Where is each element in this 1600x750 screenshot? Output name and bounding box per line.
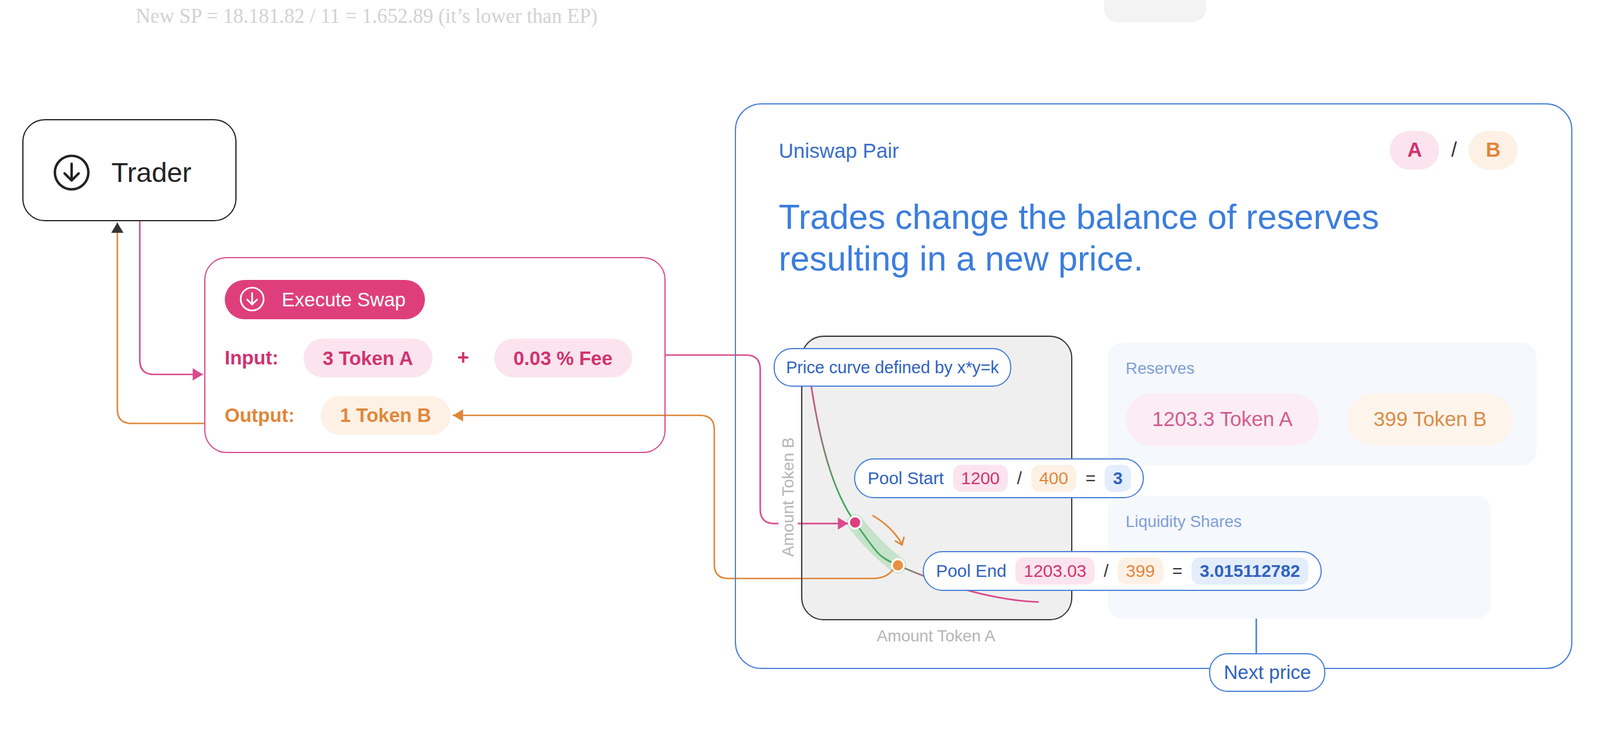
down-icon	[52, 153, 91, 192]
pill-label: =	[1085, 467, 1096, 489]
pool-state: Pool Start 1200 / 400 = 3	[853, 458, 1144, 499]
end-point	[891, 559, 904, 572]
separator: /	[1450, 137, 1457, 163]
arrowhead	[838, 517, 849, 531]
faded-note: New SP = 18.181.82 / 11 = 1.652.89 (it’s…	[135, 4, 598, 29]
pill-label: 1 Token B	[339, 403, 431, 428]
connector	[139, 221, 204, 381]
panel-heading: Trades change the balance of reserves re…	[778, 196, 1494, 280]
pair-panel: Uniswap Pair / Trades change the balance o…	[734, 103, 1573, 670]
actor-label: Trader	[111, 156, 192, 189]
callout-box: Price curve defined by x*y=k	[773, 348, 1012, 387]
avatar-thumbnail	[1104, 0, 1207, 23]
value-chip: 1203.03	[1015, 557, 1095, 585]
fee-pill: 0.03 % Fee	[494, 338, 633, 378]
pill-label: Price curve defined by x*y=k	[785, 357, 999, 378]
start-point	[848, 516, 862, 529]
axis-label: Amount Token A	[876, 626, 996, 646]
actor-box: Trader	[22, 119, 237, 222]
field-label: Output:	[224, 403, 295, 428]
pill-label: Pool End	[936, 560, 1007, 582]
connector	[453, 409, 894, 579]
reserve-pill: 1203.3 Token A	[1125, 393, 1319, 447]
move-arrow	[872, 515, 902, 545]
down-icon	[238, 285, 266, 313]
pill-label: 0.03 % Fee	[513, 346, 613, 371]
pill-label: Pool Start	[867, 467, 944, 489]
pill-label: /	[1017, 467, 1022, 489]
token-tag: A	[1389, 130, 1440, 170]
pill-label: 1203.3 Token A	[1152, 407, 1293, 432]
move-arrow-head	[895, 537, 905, 546]
icon-ring	[240, 287, 264, 311]
value-chip: 3.015112782	[1191, 557, 1309, 585]
panel-title: Uniswap Pair	[778, 139, 900, 164]
value-chip: 400	[1031, 464, 1077, 492]
pill-label: /	[1104, 560, 1109, 582]
icon-arrow	[247, 292, 257, 305]
section-label: Reserves	[1125, 358, 1195, 378]
swap-box: Input: + Output: Execute Swap 3 Token A 0.03 …	[204, 257, 666, 454]
connector-line	[139, 221, 204, 375]
reserve-pill: 399 Token B	[1347, 393, 1514, 447]
field-label: Input:	[224, 346, 279, 371]
amount-pill: 3 Token A	[303, 338, 433, 378]
icon-ring	[54, 156, 89, 190]
plus-sign: +	[457, 346, 469, 371]
next-price-tag: Next price	[1209, 653, 1326, 693]
output-pill: 1 Token B	[320, 396, 451, 435]
pill-label: A	[1407, 137, 1423, 163]
arrowhead	[192, 368, 203, 381]
curve-highlight	[855, 522, 899, 566]
pool-state: Pool End 1203.03 / 399 = 3.015112782	[922, 551, 1322, 592]
pill-label: =	[1172, 560, 1183, 582]
arrowhead	[110, 222, 124, 233]
axis-label: Amount Token B	[778, 433, 798, 560]
value-chip: 399	[1117, 557, 1163, 585]
action-button: Execute Swap	[224, 279, 425, 320]
arrowhead	[453, 409, 464, 422]
connector-line	[453, 415, 894, 579]
pill-label: B	[1486, 137, 1501, 163]
connector-line	[117, 222, 205, 424]
value-chip: 1200	[953, 464, 1009, 492]
pill-label: 399 Token B	[1373, 407, 1487, 432]
reserves-panel: Reserves 1203.3 Token A 399 Token B	[1108, 342, 1537, 466]
value-chip: 3	[1104, 464, 1131, 492]
pill-label: Next price	[1223, 660, 1312, 685]
pill-label: 3 Token A	[322, 346, 414, 371]
connector	[110, 222, 204, 424]
section-label: Liquidity Shares	[1125, 511, 1242, 532]
token-tag: B	[1468, 130, 1518, 170]
icon-arrow	[64, 163, 79, 181]
button-label: Execute Swap	[281, 288, 406, 312]
